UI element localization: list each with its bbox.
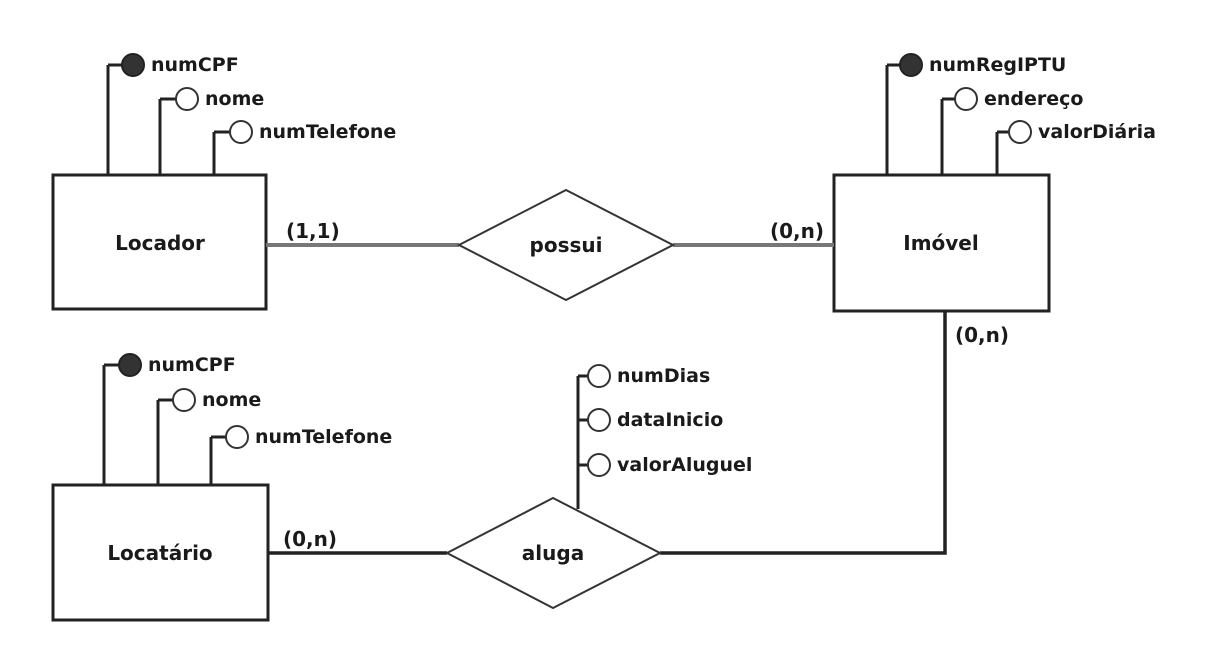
aluga-attr-datainicio: dataInicio <box>617 409 723 431</box>
entity-imovel[interactable]: Imóvel <box>832 63 1051 313</box>
attribute-icon <box>587 408 611 432</box>
entity-locador[interactable]: Locador <box>51 63 268 311</box>
entity-locador-box[interactable] <box>51 173 268 311</box>
locatario-attr-numtelefone: numTelefone <box>255 426 392 448</box>
cardinality-aluga-imovel: (0,n) <box>955 323 1009 347</box>
locador-attr-nome: nome <box>205 88 264 110</box>
primary-key-icon <box>118 353 142 377</box>
entity-locador-name: Locador <box>115 231 205 255</box>
relationship-possui-diamond[interactable] <box>456 188 676 302</box>
cardinality-possui-locador: (1,1) <box>286 219 340 243</box>
entity-locatario-box[interactable] <box>51 483 270 622</box>
attribute-icon <box>225 425 249 449</box>
imovel-attr-valordiaria: valorDiária <box>1038 121 1156 143</box>
attribute-icon <box>229 120 253 144</box>
locatario-attr-nome: nome <box>202 389 261 411</box>
attribute-icon <box>587 453 611 477</box>
attribute-icon <box>172 388 196 412</box>
aluga-attr-numdias: numDias <box>617 365 710 387</box>
relationship-possui[interactable]: possui <box>456 188 676 302</box>
entity-imovel-box[interactable] <box>832 173 1051 313</box>
primary-key-icon <box>121 53 145 77</box>
entity-locatario-name: Locatário <box>107 541 212 565</box>
aluga-attr-valoraluguel: valorAluguel <box>617 454 752 476</box>
locador-attr-numtelefone: numTelefone <box>259 121 396 143</box>
aluga-line-right <box>660 311 947 555</box>
relationship-aluga-name: aluga <box>522 541 584 565</box>
primary-key-icon <box>899 53 923 77</box>
locatario-attr-numcpf: numCPF <box>148 354 236 376</box>
relationship-aluga-diamond[interactable] <box>444 496 663 610</box>
entity-locatario[interactable]: Locatário <box>51 363 270 622</box>
attribute-icon <box>954 87 978 111</box>
cardinality-aluga-locatario: (0,n) <box>283 527 337 551</box>
imovel-attr-endereco: endereço <box>984 88 1083 110</box>
relationship-aluga[interactable]: aluga <box>444 374 663 610</box>
relationship-possui-name: possui <box>530 233 603 257</box>
attribute-icon <box>587 364 611 388</box>
attribute-icon <box>175 87 199 111</box>
attribute-icon <box>1008 120 1032 144</box>
entity-imovel-name: Imóvel <box>903 231 978 255</box>
locador-attr-numcpf: numCPF <box>151 54 239 76</box>
cardinality-possui-imovel: (0,n) <box>770 219 824 243</box>
imovel-attr-numregiptu: numRegIPTU <box>929 54 1066 76</box>
